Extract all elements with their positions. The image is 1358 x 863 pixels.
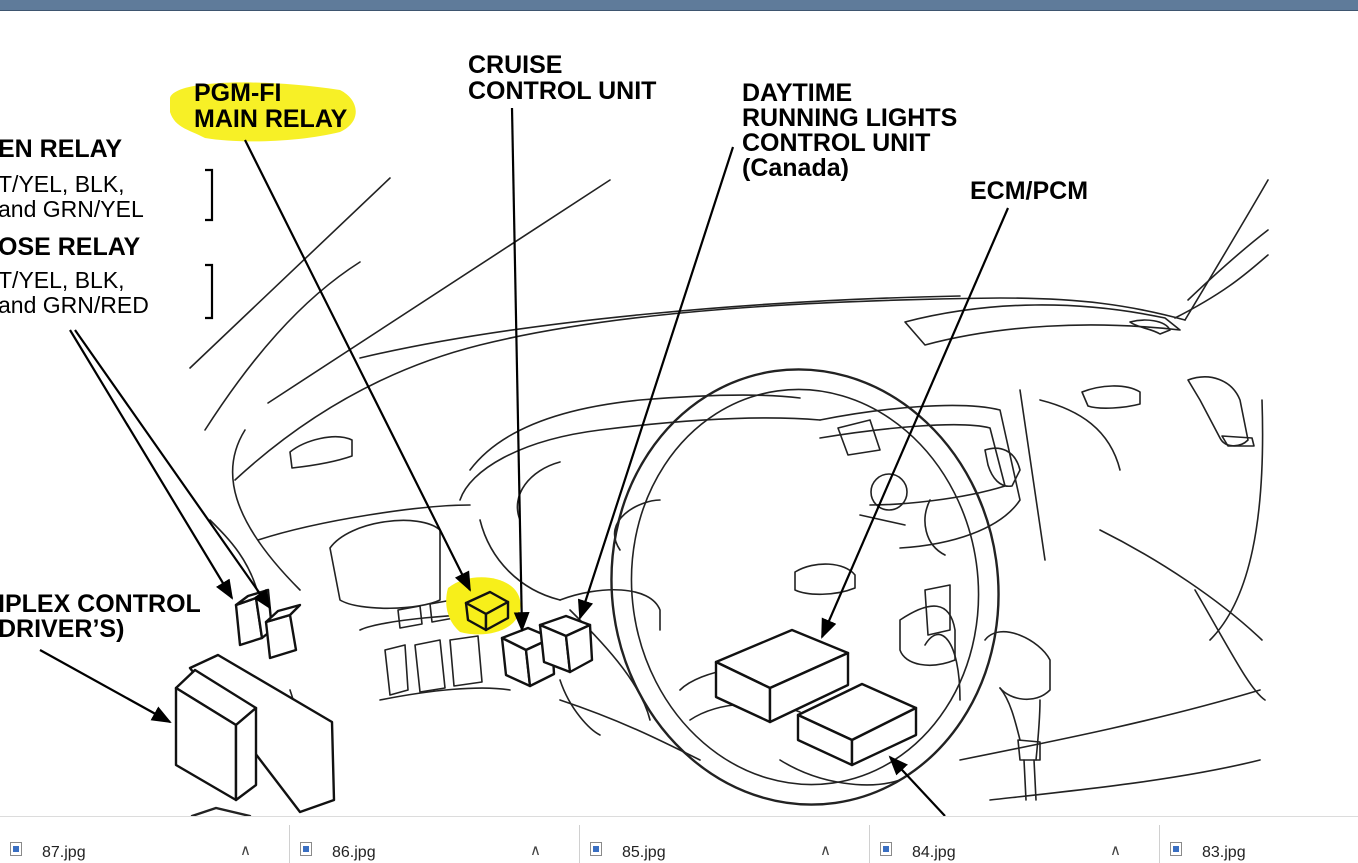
image-file-icon xyxy=(880,842,892,856)
label-cruise-control-unit: CONTROL UNIT xyxy=(468,77,656,105)
highlight-marker xyxy=(170,82,356,142)
label-relay-a-wires-2: and GRN/YEL xyxy=(0,196,144,222)
image-file-icon xyxy=(300,842,312,856)
label-relay-a-wires-1: T/YEL, BLK, xyxy=(0,171,125,197)
window-title-bar xyxy=(0,0,1358,11)
image-file-icon xyxy=(590,842,602,856)
image-file-icon xyxy=(10,842,22,856)
chevron-up-icon[interactable]: ∧ xyxy=(820,841,831,859)
divider xyxy=(579,825,580,863)
steering-wheel xyxy=(610,368,1000,806)
label-relay-a: EN RELAY xyxy=(0,135,122,163)
dashboard-component-diagram: PGM-FI MAIN RELAY CRUISE CONTROL UNIT DA… xyxy=(0,51,1269,816)
image-viewer: PGM-FI MAIN RELAY CRUISE CONTROL UNIT DA… xyxy=(0,11,1358,816)
label-daytime: DAYTIME xyxy=(742,79,852,107)
label-drl-control-unit: CONTROL UNIT xyxy=(742,129,930,157)
label-canada: (Canada) xyxy=(742,154,849,182)
download-filename: 84.jpg xyxy=(912,844,956,861)
image-file-icon xyxy=(1170,842,1182,856)
label-cruise: CRUISE xyxy=(468,51,562,79)
download-filename: 83.jpg xyxy=(1202,844,1246,861)
leader-lines xyxy=(39,107,1010,816)
download-filename: 85.jpg xyxy=(622,844,666,861)
chevron-up-icon[interactable]: ∧ xyxy=(530,841,541,859)
label-multiplex-control: IPLEX CONTROL xyxy=(0,590,201,618)
download-item[interactable]: 87.jpg ∧ xyxy=(0,817,290,863)
label-ecm-pcm: ECM/PCM xyxy=(970,177,1088,205)
label-relay-b-wires-1: T/YEL, BLK, xyxy=(0,267,125,293)
download-item[interactable]: 83.jpg xyxy=(1160,817,1358,863)
download-shelf: 87.jpg ∧ 86.jpg ∧ 85.jpg ∧ 84.jpg ∧ 83.j… xyxy=(0,816,1358,863)
divider xyxy=(1159,825,1160,863)
multiplex-control-unit-box xyxy=(174,653,336,816)
bracket-2 xyxy=(205,263,214,320)
label-relay-b-wires-2: and GRN/RED xyxy=(0,292,149,318)
label-running-lights: RUNNING LIGHTS xyxy=(742,104,957,132)
label-pgm-fi: PGM-FI xyxy=(194,79,282,107)
label-main-relay: MAIN RELAY xyxy=(194,105,348,133)
pgm-fi-main-relay-box xyxy=(446,577,521,635)
download-item[interactable]: 86.jpg ∧ xyxy=(290,817,580,863)
download-filename: 86.jpg xyxy=(332,844,376,861)
second-control-unit-box xyxy=(796,682,918,767)
drl-control-unit-box xyxy=(538,614,594,674)
download-item[interactable]: 85.jpg ∧ xyxy=(580,817,870,863)
label-multiplex-drivers: DRIVER’S) xyxy=(0,615,124,643)
divider xyxy=(289,825,290,863)
chevron-up-icon[interactable]: ∧ xyxy=(1110,841,1121,859)
ecm-pcm-box xyxy=(714,628,850,724)
relay-box-right xyxy=(264,603,302,660)
label-relay-b: OSE RELAY xyxy=(0,233,141,261)
bracket-1 xyxy=(205,168,214,222)
divider xyxy=(869,825,870,863)
download-item[interactable]: 84.jpg ∧ xyxy=(870,817,1160,863)
dashboard-outline xyxy=(189,177,1269,801)
chevron-up-icon[interactable]: ∧ xyxy=(240,841,251,859)
download-filename: 87.jpg xyxy=(42,844,86,861)
